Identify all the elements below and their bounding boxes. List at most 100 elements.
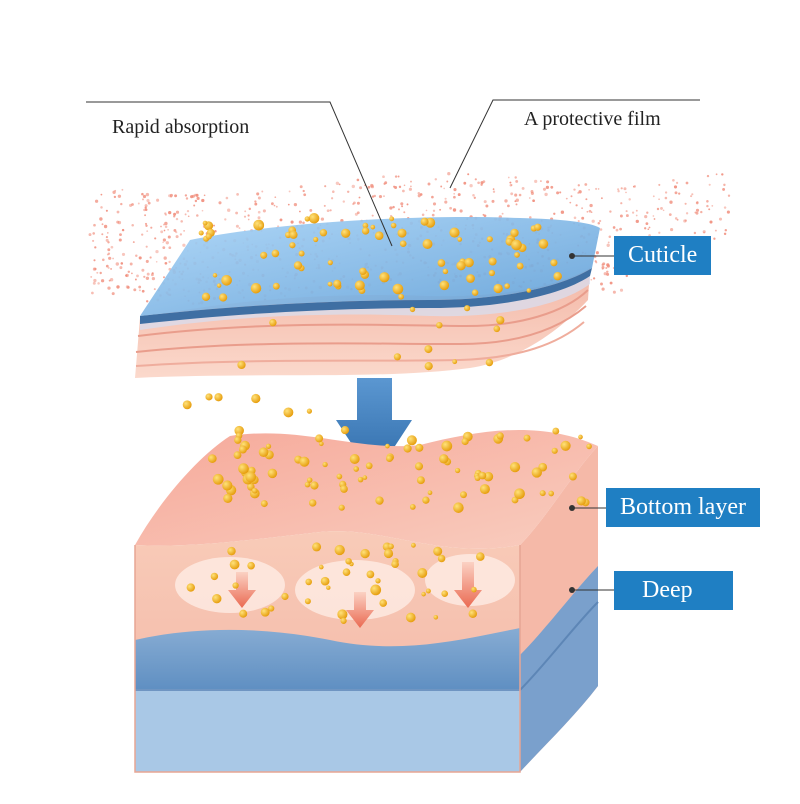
film-dot [384, 181, 388, 185]
film-dot [227, 208, 231, 212]
film-dot [473, 196, 476, 199]
gold-particle [437, 259, 446, 267]
film-dot [467, 173, 470, 176]
film-dot [612, 226, 616, 229]
film-dot [299, 185, 303, 189]
film-dot [168, 210, 172, 215]
film-dot [165, 241, 169, 245]
film-dot [163, 276, 165, 279]
film-dot [94, 246, 97, 249]
gold-particle [221, 274, 232, 286]
cuticle-marker [569, 253, 575, 259]
gold-particle [214, 393, 223, 402]
film-dot [144, 204, 148, 208]
gold-particle [391, 560, 399, 569]
film-dot [149, 256, 152, 259]
gold-particle [460, 491, 467, 499]
film-dot [257, 216, 261, 220]
film-dot [625, 214, 629, 218]
film-dot [298, 210, 301, 213]
film-dot [711, 205, 714, 207]
film-dot [542, 187, 547, 191]
film-dot [492, 190, 496, 193]
gold-particle [483, 471, 494, 482]
film-dot [112, 257, 114, 260]
gold-particle [496, 432, 504, 440]
pink-arrow-icon [228, 572, 256, 608]
film-dot [323, 204, 326, 207]
gold-particle [305, 578, 313, 586]
film-dot [510, 184, 513, 186]
film-dot [115, 262, 120, 266]
gold-particle [250, 282, 262, 294]
film-dot [625, 191, 627, 194]
film-dot [168, 246, 172, 250]
film-dot [160, 230, 164, 234]
gold-particle [309, 499, 317, 507]
gold-particle [313, 236, 319, 243]
film-dot [108, 256, 112, 260]
film-dot [191, 194, 195, 198]
film-dot [184, 194, 188, 197]
film-dot [619, 214, 623, 218]
film-dot [382, 175, 385, 179]
film-dot [662, 209, 665, 212]
gold-particle [493, 325, 501, 333]
gold-particle [586, 443, 592, 450]
gold-particle [485, 358, 494, 367]
gold-particle [304, 598, 311, 605]
film-dot [164, 261, 168, 265]
bottom-layer-badge: Bottom layer [606, 488, 760, 528]
film-dot [302, 189, 305, 193]
gold-particle [471, 289, 479, 296]
gold-particle [568, 472, 577, 481]
film-dot [573, 188, 576, 191]
film-dot [427, 182, 431, 186]
gold-particle [379, 599, 388, 607]
film-dot [92, 281, 96, 285]
film-dot [335, 181, 340, 185]
film-dot [646, 211, 649, 214]
gold-particle [234, 425, 244, 436]
film-dot [457, 193, 461, 197]
film-dot [578, 190, 582, 194]
film-dot [275, 205, 278, 208]
gold-particle [218, 293, 228, 302]
film-dot [201, 198, 205, 203]
gold-particle [415, 443, 424, 452]
film-dot [514, 176, 517, 179]
gold-particle [406, 435, 417, 446]
film-dot [492, 188, 495, 190]
gold-particle [479, 484, 490, 495]
film-dot [359, 186, 363, 190]
film-dot [383, 195, 385, 197]
film-dot [620, 202, 623, 205]
film-dot [635, 219, 639, 224]
film-dot [143, 275, 146, 278]
film-dot [196, 214, 199, 217]
gold-particle [421, 591, 426, 597]
film-dot [167, 235, 171, 239]
film-dot [575, 204, 578, 207]
gold-particle [362, 475, 368, 480]
film-dot [691, 193, 694, 196]
film-dot [111, 292, 115, 296]
film-dot [696, 201, 699, 204]
gold-particle [397, 228, 407, 238]
film-dot [127, 270, 131, 274]
film-dot [545, 185, 550, 190]
film-dot [117, 194, 122, 198]
gold-particle [299, 456, 310, 467]
gold-particle [560, 440, 571, 451]
gold-particle [326, 585, 331, 590]
film-dot [397, 175, 400, 178]
gold-particle [409, 504, 416, 510]
gold-particle [523, 434, 531, 442]
film-dot [573, 216, 577, 220]
film-dot [644, 215, 648, 219]
film-dot [288, 190, 291, 193]
gold-particle [424, 362, 433, 371]
film-dot [669, 200, 673, 204]
film-dot [247, 214, 250, 217]
gold-particle [478, 471, 487, 480]
